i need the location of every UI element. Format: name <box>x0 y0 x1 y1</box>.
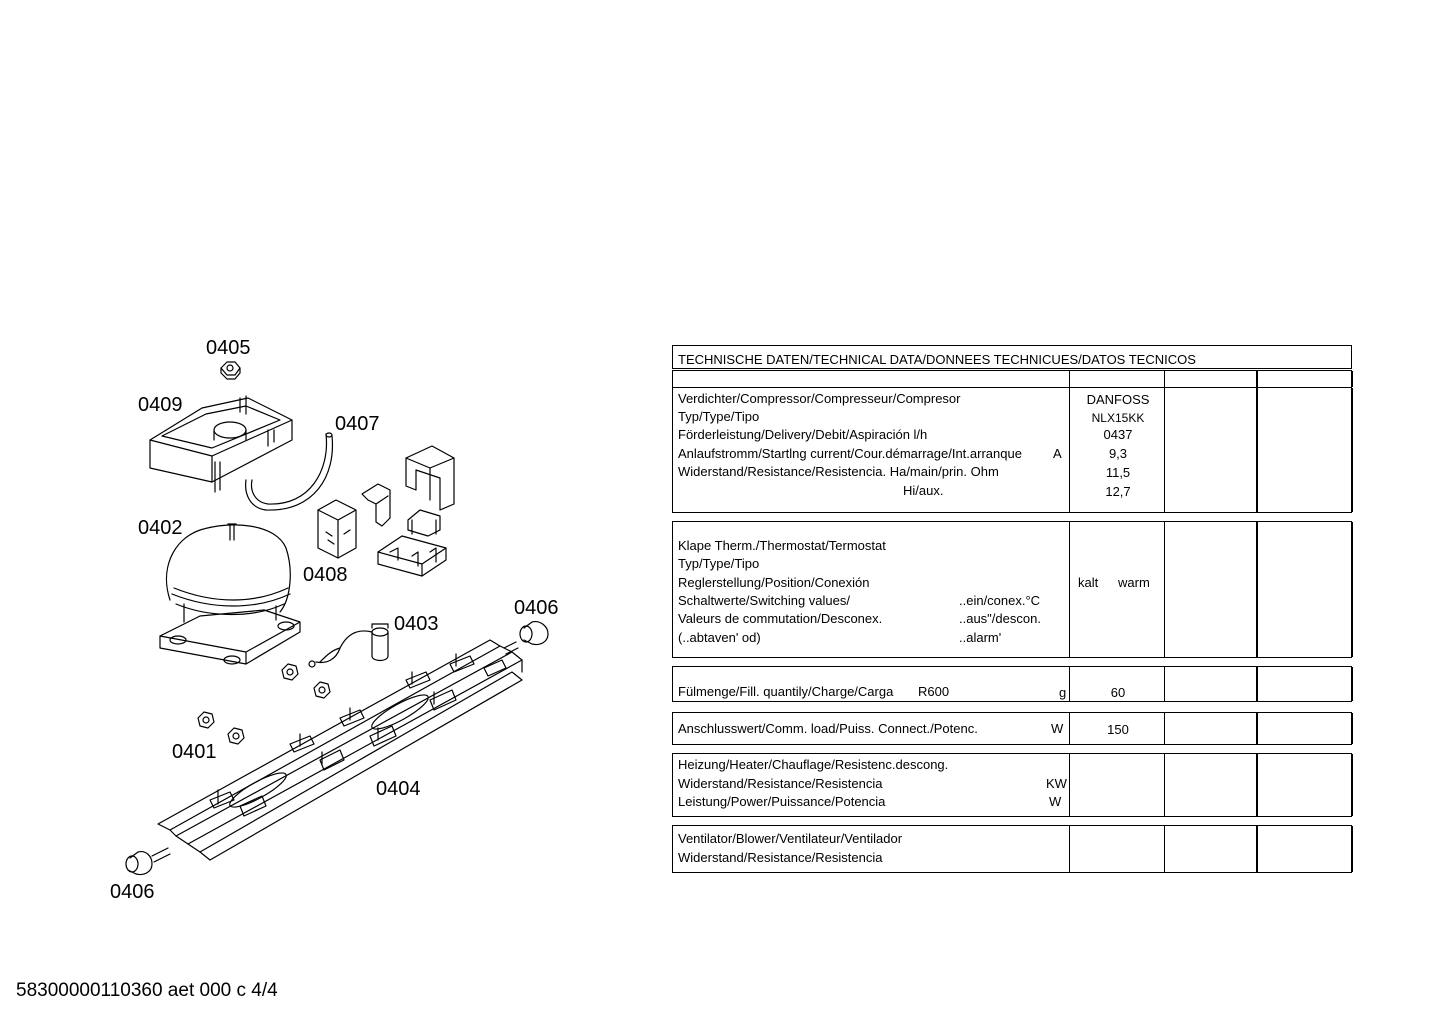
compressor-type-label: Typ/Type/Tipo <box>678 409 760 424</box>
starting-current-unit: A <box>1053 446 1062 461</box>
callout-0408: 0408 <box>303 564 348 586</box>
heater-resistance-unit: KW <box>1046 776 1067 791</box>
alarm-label: ..alarm' <box>959 630 1002 645</box>
callout-0405: 0405 <box>206 337 251 359</box>
value-warm: warm <box>1118 575 1150 590</box>
defrost-label: (..abtaven' od) <box>678 630 761 645</box>
callout-0403: 0403 <box>394 613 439 635</box>
heater-power-unit: W <box>1049 794 1062 809</box>
bracket-drawing <box>361 483 391 527</box>
starting-current-label: Anlaufstromm/Startlng current/Cour.démar… <box>678 446 1022 461</box>
switching-values-label: Schaltwerte/Switching values/ <box>678 593 850 608</box>
delivery-value: 0437 <box>1103 427 1133 442</box>
blower-resistance-label: Widerstand/Resistance/Resistencia <box>678 850 883 865</box>
compressor-type-value: NLX15KK <box>1091 411 1145 425</box>
charge-unit: g <box>1059 685 1067 700</box>
heater-label: Heizung/Heater/Chauflage/Resistenc.desco… <box>678 757 949 772</box>
thermostat-label: Klape Therm./Thermostat/Termostat <box>678 538 886 553</box>
load-value: 150 <box>1107 722 1129 737</box>
heater-block: Heizung/Heater/Chauflage/Resistenc.desco… <box>672 753 1353 817</box>
compressor-label: Verdichter/Compressor/Compresseur/Compre… <box>678 391 961 406</box>
table-header-block: TECHNISCHE DATEN/TECHNICAL DATA/DONNEES … <box>672 345 1352 369</box>
charge-block: Fülmenge/Fill. quantily/Charge/Carga R60… <box>672 666 1353 702</box>
tube-0407-drawing <box>245 432 334 511</box>
heater-resistance-label: Widerstand/Resistance/Resistencia <box>678 776 883 791</box>
load-unit: W <box>1051 721 1064 736</box>
charge-value: 60 <box>1110 685 1126 700</box>
exploded-parts-diagram <box>125 361 549 876</box>
commutation-label: Valeurs de commutation/Desconex. <box>678 611 883 626</box>
thermostat-type-label: Typ/Type/Tipo <box>678 556 760 571</box>
table-column-header-row <box>672 370 1353 388</box>
blower-label: Ventilator/Blower/Ventilateur/Ventilador <box>678 831 903 846</box>
document-code-footer: 58300000110360 aet 000 c 4/4 <box>16 980 278 1001</box>
grommets-0401-drawing <box>197 663 331 745</box>
capacitor-0403-drawing <box>308 623 389 668</box>
charge-label: Fülmenge/Fill. quantily/Charge/Carga <box>678 684 894 699</box>
base-rails-0404-drawing <box>157 639 523 861</box>
resistance-main-label: Widerstand/Resistance/Resistencia. Ha/ma… <box>678 464 999 479</box>
load-block: Anschlusswert/Comm. load/Puiss. Connect.… <box>672 712 1353 745</box>
resistance-main-value: 11,5 <box>1105 465 1131 480</box>
callout-0401: 0401 <box>172 741 217 763</box>
callout-0406-left: 0406 <box>110 881 155 903</box>
heater-power-label: Leistung/Power/Puissance/Potencia <box>678 794 886 809</box>
load-label: Anschlusswert/Comm. load/Puiss. Connect.… <box>678 721 978 736</box>
cover-0409-drawing <box>149 395 293 493</box>
foot-0406-left-drawing <box>125 847 171 876</box>
resistance-aux-value: 12,7 <box>1105 484 1131 499</box>
callout-0404: 0404 <box>376 778 421 800</box>
resistance-aux-label: Hi/aux. <box>903 483 944 498</box>
thermostat-block: Klape Therm./Thermostat/Termostat Typ/Ty… <box>672 521 1353 658</box>
callout-0407: 0407 <box>335 413 380 435</box>
compressor-0402-drawing <box>159 523 301 665</box>
compressor-block: Verdichter/Compressor/Compresseur/Compre… <box>672 387 1353 513</box>
switch-off-label: ..aus"/descon. <box>959 611 1041 626</box>
blower-block: Ventilator/Blower/Ventilateur/Ventilador… <box>672 825 1353 873</box>
table-title: TECHNISCHE DATEN/TECHNICAL DATA/DONNEES … <box>678 352 1196 367</box>
callout-0409: 0409 <box>138 394 183 416</box>
thermostat-position-label: Reglerstellung/Position/Conexión <box>678 575 870 590</box>
foot-0406-right-drawing <box>503 621 549 655</box>
relay-0408-drawing <box>317 499 357 559</box>
nut-0405-drawing <box>220 361 241 380</box>
switch-on-label: ..ein/conex.°C <box>959 593 1041 608</box>
refrigerant-label: R600 <box>918 684 950 699</box>
terminal-cover-drawing <box>405 445 455 511</box>
starting-current-value: 9,3 <box>1108 446 1128 461</box>
value-kalt: kalt <box>1078 575 1099 590</box>
callout-0406-right: 0406 <box>514 597 559 619</box>
compressor-brand-value: DANFOSS <box>1086 392 1150 407</box>
callout-0402: 0402 <box>138 517 183 539</box>
clip-drawing <box>377 509 447 577</box>
delivery-label: Förderleistung/Delivery/Debit/Aspiración… <box>678 427 928 442</box>
